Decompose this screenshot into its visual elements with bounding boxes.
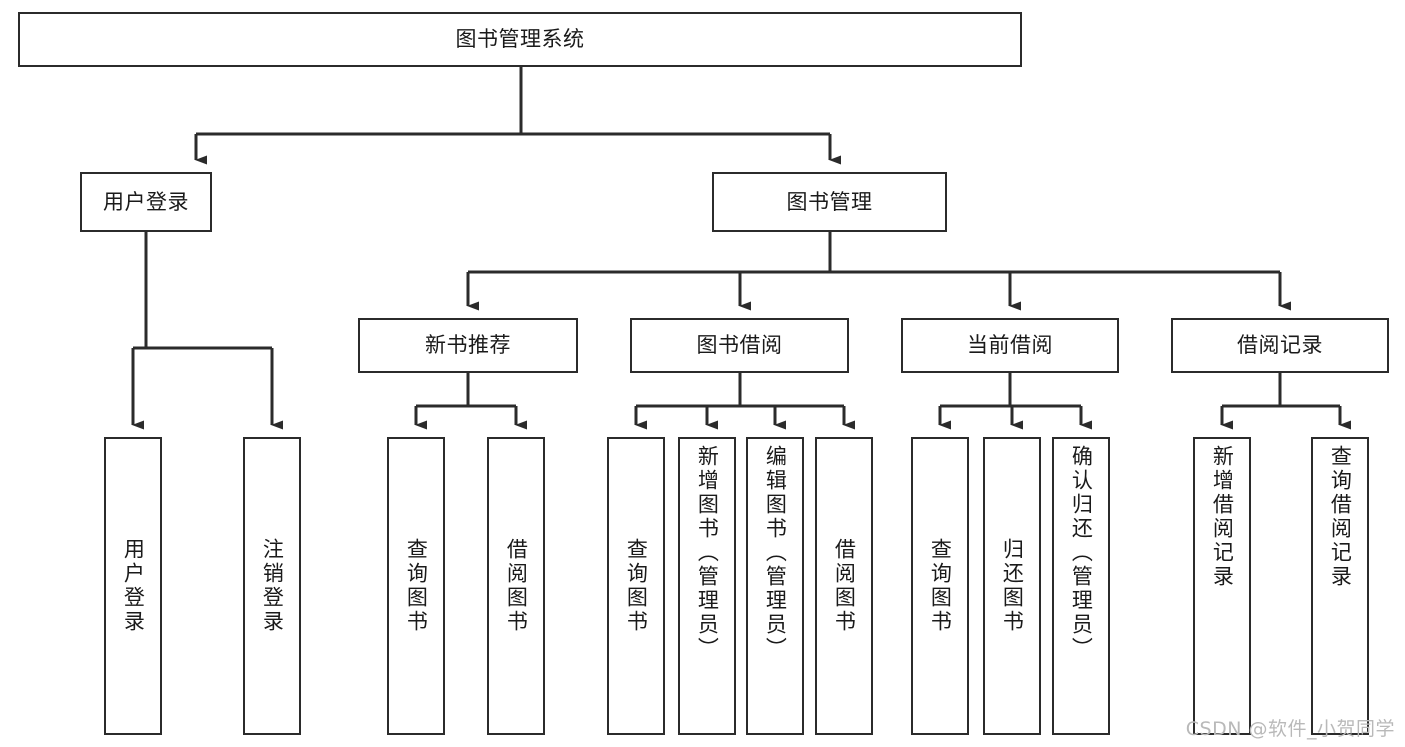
- node-leaf-add-book-admin[interactable]: 新增图书（管理员）: [678, 437, 736, 735]
- node-book-management[interactable]: 图书管理: [712, 172, 947, 232]
- node-label: 新增借阅记录: [1210, 445, 1235, 589]
- node-label: 图书管理系统: [455, 27, 585, 52]
- node-current-borrow[interactable]: 当前借阅: [901, 318, 1119, 373]
- node-label: 用户登录: [103, 189, 189, 214]
- node-leaf-user-login[interactable]: 用户登录: [104, 437, 162, 735]
- node-label: 图书借阅: [696, 333, 783, 358]
- node-leaf-query-book-recommend[interactable]: 查询图书: [387, 437, 445, 735]
- node-user-login[interactable]: 用户登录: [80, 172, 212, 232]
- node-label: 新书推荐: [425, 333, 511, 358]
- node-leaf-query-book-current[interactable]: 查询图书: [911, 437, 969, 735]
- node-label: 查询图书: [624, 538, 649, 634]
- node-label: 用户登录: [121, 538, 146, 634]
- node-leaf-logout[interactable]: 注销登录: [243, 437, 301, 735]
- node-book-borrow[interactable]: 图书借阅: [630, 318, 849, 373]
- node-leaf-borrow-book-recommend[interactable]: 借阅图书: [487, 437, 545, 735]
- node-label: 借阅图书: [832, 538, 857, 634]
- node-leaf-add-borrow-record[interactable]: 新增借阅记录: [1193, 437, 1251, 735]
- node-label: 注销登录: [260, 538, 285, 634]
- node-label: 归还图书: [1000, 538, 1025, 634]
- node-label: 查询图书: [928, 538, 953, 634]
- node-leaf-query-borrow-record[interactable]: 查询借阅记录: [1311, 437, 1369, 735]
- node-label: 当前借阅: [967, 333, 1053, 358]
- node-leaf-return-book[interactable]: 归还图书: [983, 437, 1041, 735]
- node-label: 借阅记录: [1237, 333, 1323, 358]
- node-borrow-record[interactable]: 借阅记录: [1171, 318, 1389, 373]
- node-label: 图书管理: [786, 189, 873, 214]
- node-label: 确认归还（管理员）: [1069, 445, 1094, 661]
- node-label: 新增图书（管理员）: [695, 445, 720, 661]
- node-leaf-borrow-book[interactable]: 借阅图书: [815, 437, 873, 735]
- node-label: 编辑图书（管理员）: [763, 445, 788, 661]
- node-leaf-query-book-borrow[interactable]: 查询图书: [607, 437, 665, 735]
- node-label: 借阅图书: [504, 538, 529, 634]
- node-label: 查询借阅记录: [1328, 445, 1353, 589]
- node-new-book-recommend[interactable]: 新书推荐: [358, 318, 578, 373]
- node-label: 查询图书: [404, 538, 429, 634]
- node-leaf-edit-book-admin[interactable]: 编辑图书（管理员）: [746, 437, 804, 735]
- node-leaf-confirm-return-admin[interactable]: 确认归还（管理员）: [1052, 437, 1110, 735]
- node-root-system[interactable]: 图书管理系统: [18, 12, 1022, 67]
- csdn-watermark: CSDN @软件_小贺同学: [1185, 718, 1395, 740]
